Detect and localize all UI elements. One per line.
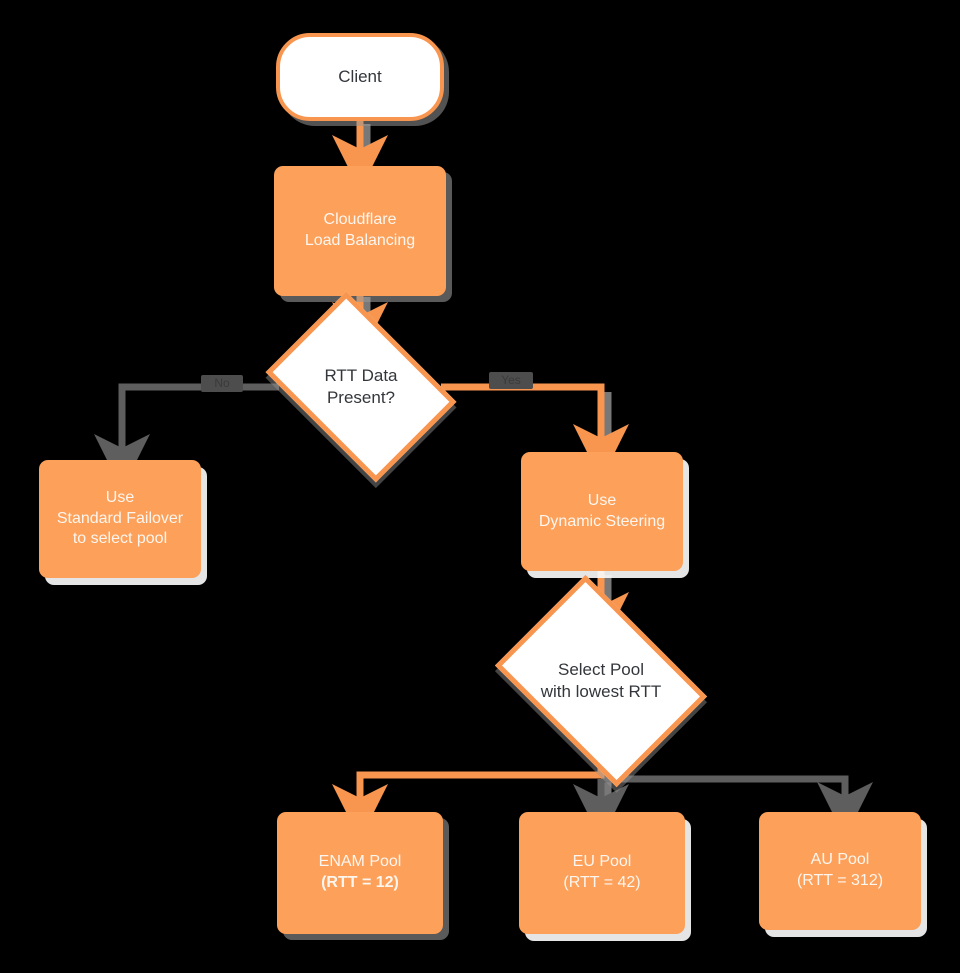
- edge-rtt-yes: [441, 383, 629, 480]
- edge-label-yes: Yes: [489, 372, 533, 390]
- node-au-pool[interactable]: AU Pool (RTT = 312): [759, 812, 921, 930]
- node-dynamic-steering-label: Use Dynamic Steering: [538, 491, 666, 530]
- node-client-label: Client: [338, 66, 382, 86]
- node-rtt-data-present[interactable]: RTT Data Present?: [265, 291, 457, 483]
- node-enam-pool-label: ENAM Pool: [318, 853, 402, 871]
- edge-rtt-no: [94, 383, 279, 490]
- edge-label-no: No: [201, 375, 243, 393]
- node-dynamic-steering[interactable]: Use Dynamic Steering: [521, 452, 683, 571]
- node-au-pool-label: AU Pool: [810, 851, 870, 869]
- node-enam-pool-rtt: (RTT = 12): [321, 874, 399, 891]
- node-rtt-data-present-label: RTT Data Present?: [324, 365, 398, 407]
- node-select-pool-lowest-rtt-label: Select Pool with lowest RTT: [540, 659, 662, 701]
- node-standard-failover[interactable]: Use Standard Failover to select pool: [39, 460, 201, 578]
- node-cloudflare-load-balancing[interactable]: Cloudflare Load Balancing: [274, 166, 446, 296]
- edge-selectpool-enam: [332, 745, 605, 840]
- edge-selectpool-au: [601, 775, 873, 838]
- node-au-pool-rtt: (RTT = 312): [796, 872, 884, 889]
- node-select-pool-lowest-rtt[interactable]: Select Pool with lowest RTT: [494, 574, 708, 788]
- node-client[interactable]: Client: [276, 33, 444, 121]
- node-eu-pool-rtt: (RTT = 42): [563, 874, 641, 891]
- node-cloudflare-load-balancing-label: Cloudflare Load Balancing: [304, 211, 416, 249]
- node-enam-pool[interactable]: ENAM Pool (RTT = 12): [277, 812, 443, 934]
- node-eu-pool-label: EU Pool: [572, 853, 632, 871]
- node-eu-pool[interactable]: EU Pool (RTT = 42): [519, 812, 685, 934]
- node-standard-failover-label: Use Standard Failover to select pool: [56, 488, 184, 548]
